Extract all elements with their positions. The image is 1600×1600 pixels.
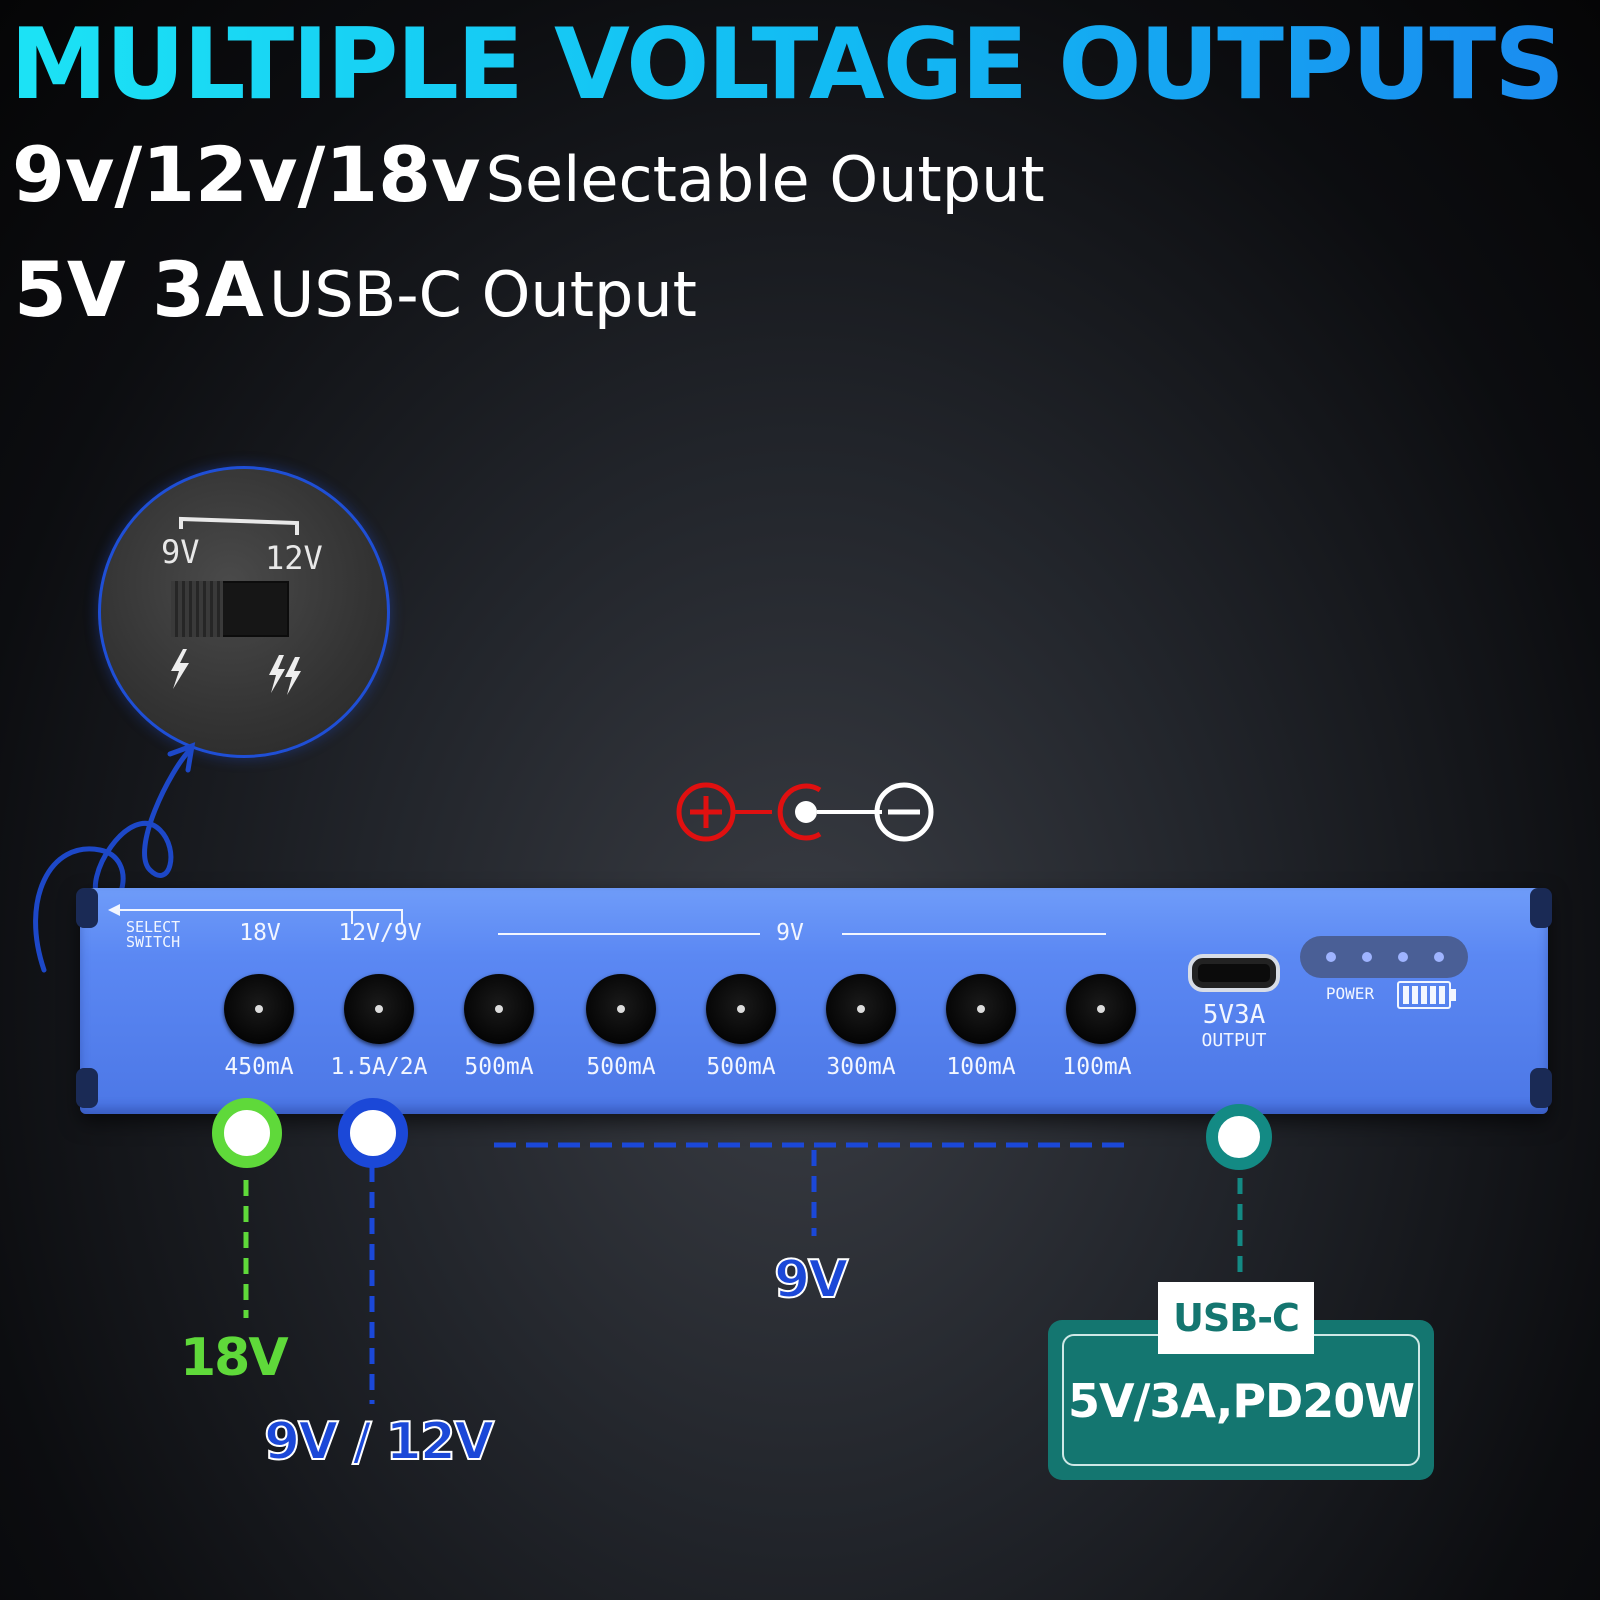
dc-jack-9v[interactable]: [826, 974, 896, 1044]
marker-usb-c: [1206, 1104, 1272, 1170]
usb-c-tag-text: USB-C: [1173, 1296, 1300, 1340]
label-18v: 18V: [180, 1328, 289, 1388]
dc-jack-9v[interactable]: [1066, 974, 1136, 1044]
dc-jack-9v[interactable]: [586, 974, 656, 1044]
dc-jack-9v[interactable]: [946, 974, 1016, 1044]
end-cap: [1530, 888, 1552, 928]
group-label-18v: 18V: [239, 920, 281, 946]
switch-label-12v: 12V: [265, 539, 323, 577]
curly-arrow-icon: [33, 742, 196, 973]
usb-values: 5V 3A: [14, 245, 264, 334]
port-rating: 500mA: [706, 1054, 776, 1080]
port-rating: 300mA: [826, 1054, 896, 1080]
switch-knob[interactable]: [171, 581, 223, 637]
select-switch-label: SELECT SWITCH: [126, 918, 181, 951]
select-arrow-icon: [108, 904, 403, 924]
single-bolt-icon: [171, 649, 189, 689]
port-rating: 1.5A/2A: [330, 1054, 428, 1080]
dc-jack-18v[interactable]: [224, 974, 294, 1044]
power-label: POWER: [1325, 984, 1375, 1003]
battery-icon: [1397, 981, 1456, 1009]
dc-jack-9v[interactable]: [464, 974, 534, 1044]
center-negative-polarity-icon: [676, 782, 934, 842]
port-rating: 500mA: [586, 1054, 656, 1080]
label-9v: 9V: [773, 1249, 849, 1311]
dc-jack-12v9v[interactable]: [344, 974, 414, 1044]
end-cap: [76, 888, 98, 928]
marker-9v-12v: [338, 1098, 408, 1168]
led-indicator: [1326, 952, 1336, 962]
end-cap: [1530, 1068, 1552, 1108]
usb-c-tag: USB-C: [1158, 1282, 1314, 1354]
group-label-9v: 9V: [776, 920, 804, 946]
usb-line: 5V 3A USB-C Output: [14, 245, 697, 334]
led-indicator: [1434, 952, 1444, 962]
voltage-desc: Selectable Output: [485, 143, 1045, 216]
group-label-12v9v: 12V/9V: [338, 920, 422, 946]
switch-zoom-circle: 9V 12V: [98, 466, 390, 758]
led-indicator: [1362, 952, 1372, 962]
voltage-line: 9v/12v/18v Selectable Output: [12, 130, 1045, 219]
bracket-icon: [179, 516, 299, 535]
usb-output-label: OUTPUT: [1201, 1030, 1267, 1051]
switch-label-9v: 9V: [161, 533, 200, 571]
usb-desc: USB-C Output: [268, 258, 697, 331]
usb-spec-text: 5V/3A,PD20W: [1068, 1374, 1415, 1428]
voltage-values: 9v/12v/18v: [12, 130, 481, 219]
led-indicator: [1398, 952, 1408, 962]
page-title: MULTIPLE VOLTAGE OUTPUTS: [10, 8, 1565, 122]
end-cap: [76, 1068, 98, 1108]
double-bolt-icon: [269, 655, 301, 695]
usb-c-port[interactable]: [1188, 954, 1280, 992]
label-9v-12v: 9V / 12V: [263, 1411, 495, 1473]
port-rating: 100mA: [1062, 1054, 1132, 1080]
power-supply-device: SELECT SWITCH 18V 12V/9V 9V 450mA 1.5A/2…: [76, 888, 1552, 1114]
divider: [498, 933, 760, 935]
divider: [842, 933, 1106, 935]
port-rating: 450mA: [224, 1054, 294, 1080]
port-rating: 100mA: [946, 1054, 1016, 1080]
port-rating: 500mA: [464, 1054, 534, 1080]
dc-jack-9v[interactable]: [706, 974, 776, 1044]
usb-label: 5V3A: [1202, 1000, 1266, 1030]
power-led-bar: [1300, 936, 1468, 978]
